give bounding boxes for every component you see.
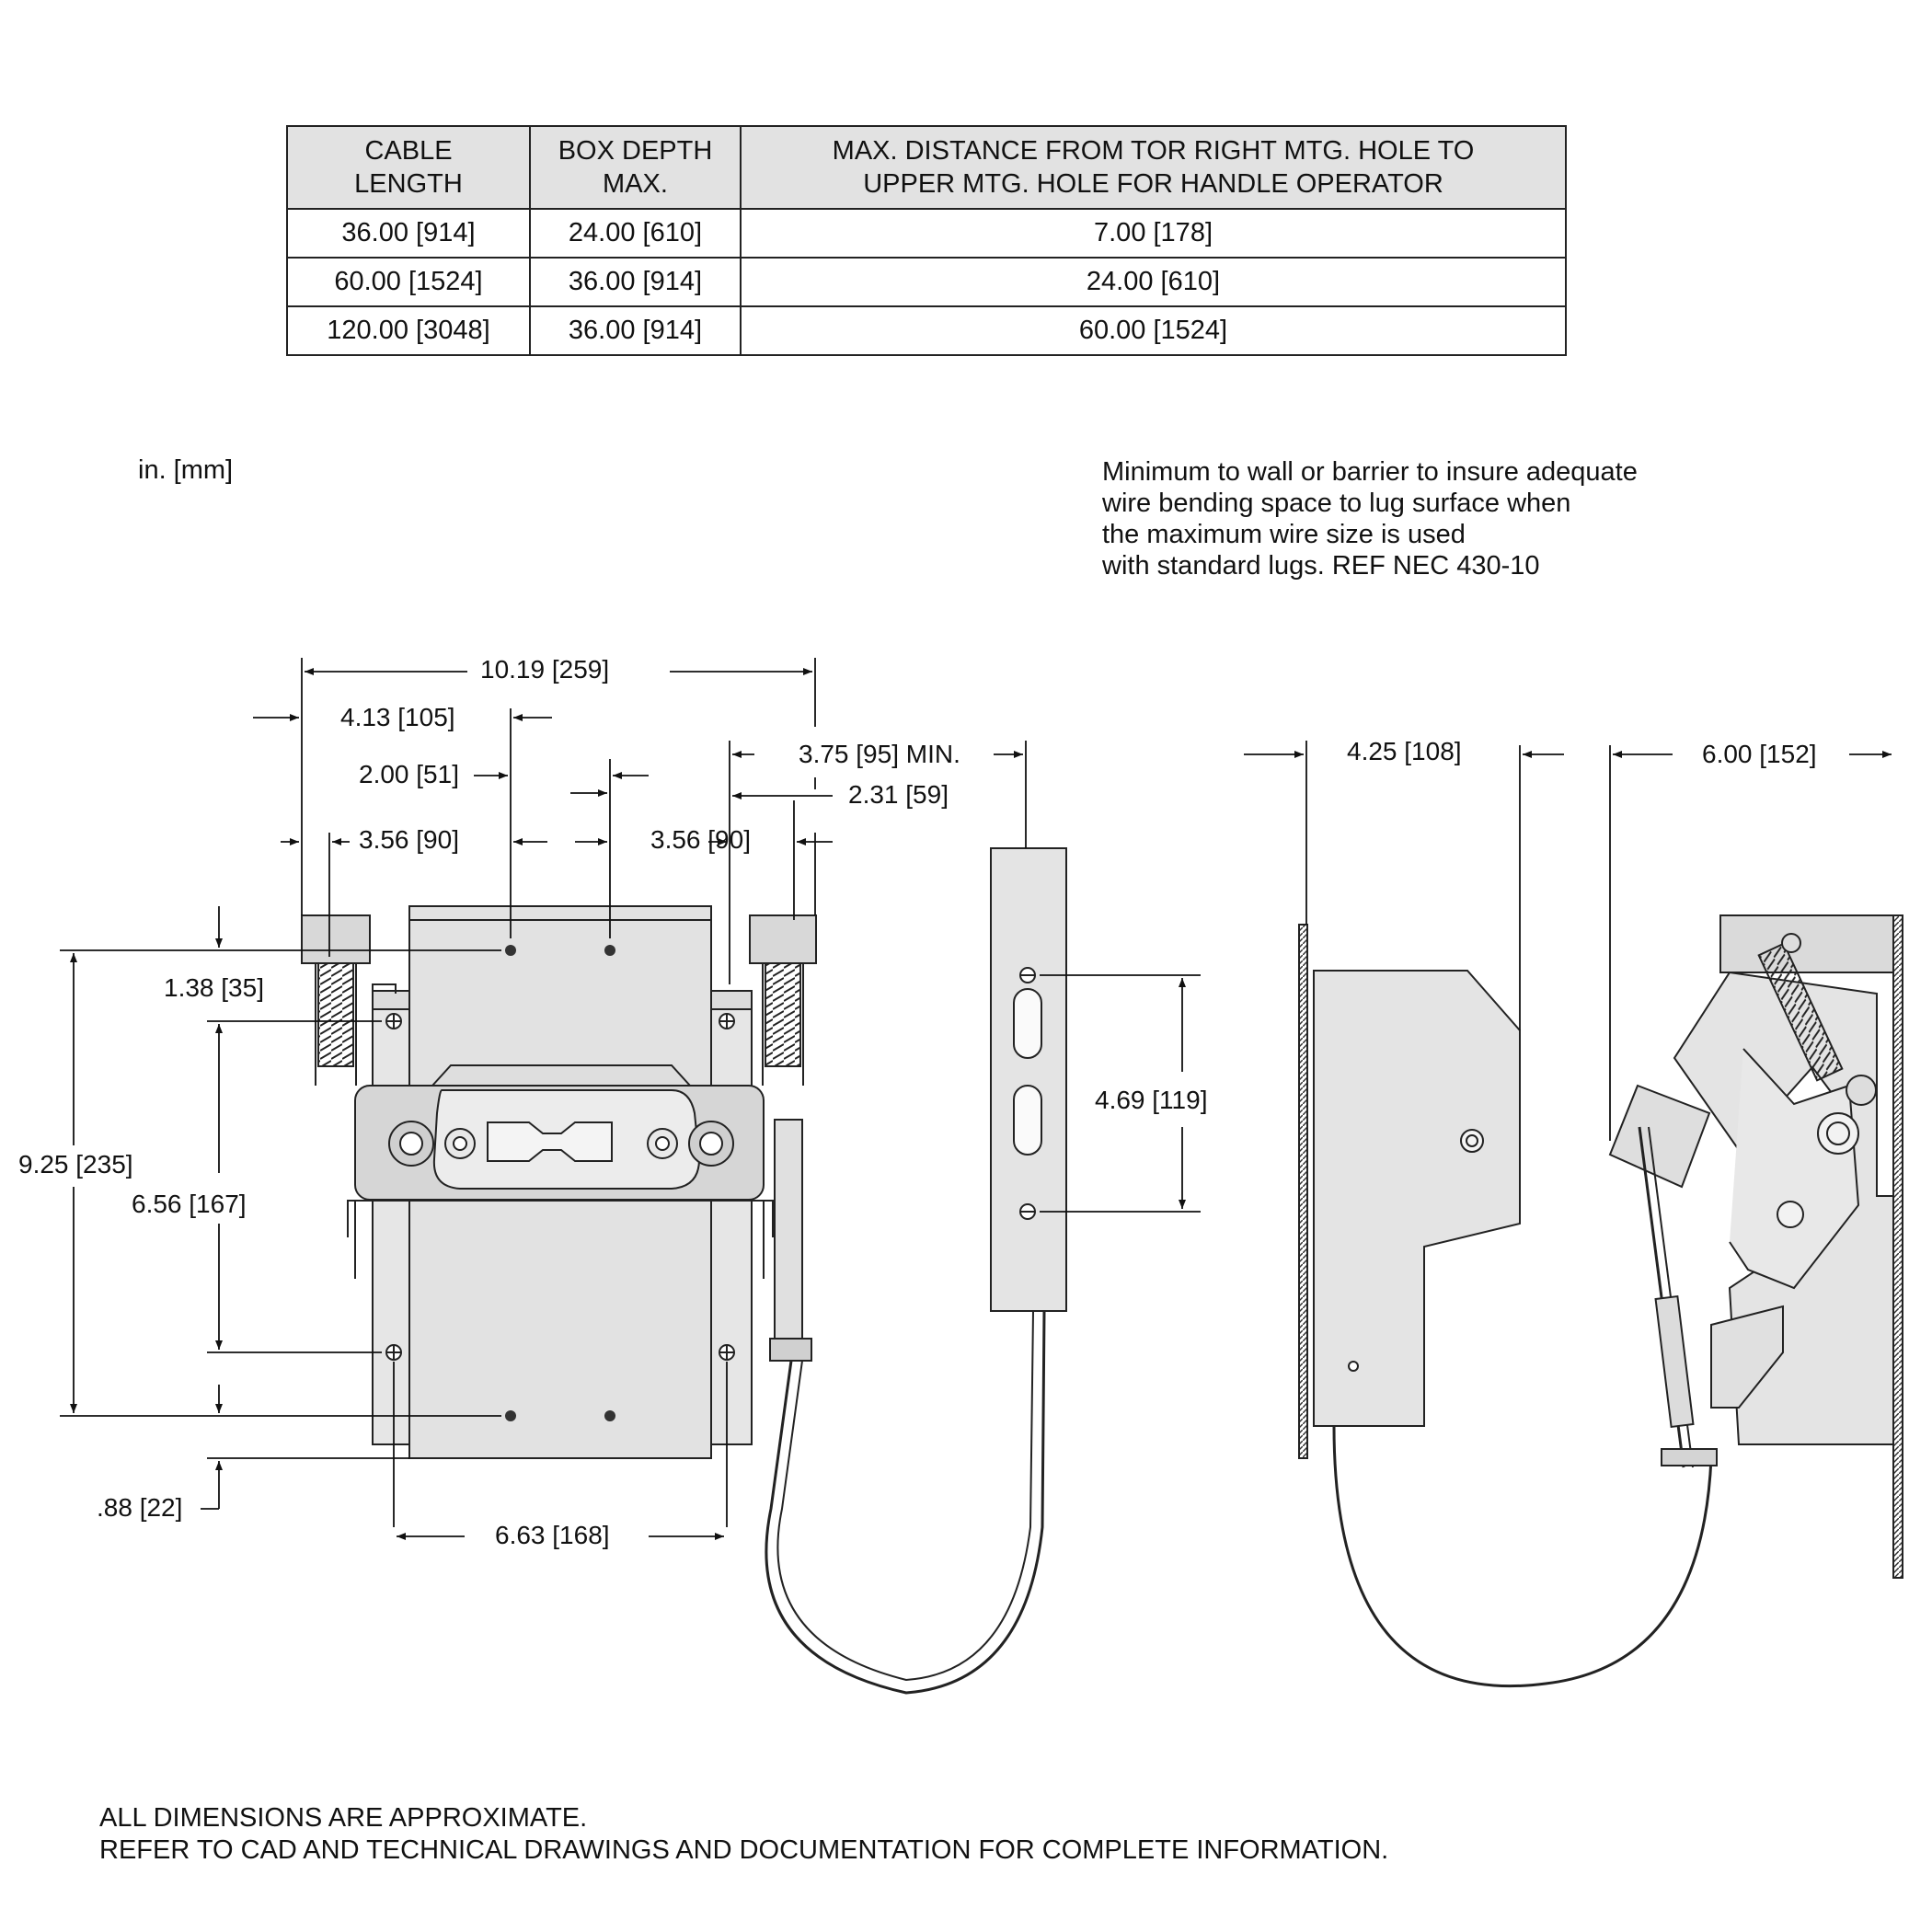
- mounting-hole: [385, 1013, 735, 1361]
- units-label: in. [mm]: [138, 455, 234, 485]
- table-cell: 24.00 [610]: [740, 257, 1567, 307]
- mech-collar: [1661, 1448, 1718, 1466]
- dim-right-spring: 3.56 [90]: [650, 825, 751, 854]
- dim-top-offset: 1.38 [35]: [164, 973, 264, 1002]
- table-cell: 36.00 [914]: [286, 208, 531, 259]
- dim-overall-height: 9.25 [235]: [18, 1150, 133, 1179]
- operator-cable: [765, 1310, 1046, 1695]
- mech-spring: [1757, 942, 1844, 1082]
- table-cell: 120.00 [3048]: [286, 305, 531, 356]
- mech-sleeve: [1654, 1294, 1695, 1429]
- cable-connector: [769, 1338, 812, 1362]
- dim-hole-vertical: 6.56 [167]: [132, 1190, 247, 1218]
- dim-handle-depth: 6.00 [152]: [1702, 740, 1817, 768]
- dimension-lines: [60, 658, 1892, 1540]
- left-spring: [317, 962, 354, 1067]
- handle-latch: [487, 1121, 613, 1162]
- mech-cam: [1729, 1048, 1860, 1290]
- side-view: [1298, 924, 1713, 1688]
- footer-note: ALL DIMENSIONS ARE APPROXIMATE. REFER TO…: [99, 1803, 1389, 1865]
- side-wall: [1298, 924, 1308, 1459]
- table-cell: 36.00 [914]: [529, 257, 742, 307]
- right-wall: [1892, 914, 1903, 1579]
- dim-handle-hole-spacing: 4.69 [119]: [1095, 1086, 1207, 1114]
- table-header-row: CABLE LENGTH BOX DEPTH MAX. MAX. DISTANC…: [286, 125, 1567, 210]
- mech-link-plate: [1608, 1084, 1711, 1189]
- table-cell: 24.00 [610]: [529, 208, 742, 259]
- dimension-table: CABLE LENGTH BOX DEPTH MAX. MAX. DISTANC…: [286, 125, 1567, 356]
- handle-slot: [1013, 988, 1042, 1059]
- header-box-depth: BOX DEPTH MAX.: [529, 125, 742, 210]
- wall-clearance-note: Minimum to wall or barrier to insure ade…: [1102, 457, 1638, 581]
- dim-overall-width: 10.19 [259]: [480, 655, 609, 684]
- mech-lower-block: [1710, 1305, 1784, 1409]
- lower-bracket: [347, 1200, 774, 1237]
- dim-left-to-hole: 4.13 [105]: [340, 703, 455, 731]
- table-row: 36.00 [914] 24.00 [610] 7.00 [178]: [286, 208, 1567, 259]
- left-ear: [372, 983, 397, 994]
- handle-slot: [1013, 1085, 1042, 1156]
- mechanism-view: [1608, 914, 1903, 1579]
- side-housing: [1313, 970, 1521, 1427]
- side-cable: [1332, 1425, 1713, 1688]
- header-max-distance: MAX. DISTANCE FROM TOR RIGHT MTG. HOLE T…: [740, 125, 1567, 210]
- right-spring-cap: [749, 914, 817, 964]
- handle-bar: [990, 847, 1067, 1312]
- dim-left-spring: 3.56 [90]: [359, 825, 459, 854]
- table-cell: 36.00 [914]: [529, 305, 742, 356]
- header-cable-length: CABLE LENGTH: [286, 125, 531, 210]
- table-row: 60.00 [1524] 36.00 [914] 24.00 [610]: [286, 257, 1567, 307]
- dim-bottom-offset: .88 [22]: [97, 1493, 182, 1522]
- housing-hole: [505, 945, 615, 1421]
- left-spring-cap: [301, 914, 371, 964]
- dim-base-width: 6.63 [168]: [495, 1521, 610, 1549]
- table-cell: 7.00 [178]: [740, 208, 1567, 259]
- handle-side-view: [990, 847, 1067, 1312]
- mech-top-block: [1719, 914, 1894, 973]
- dim-handle-offset: 2.31 [59]: [848, 780, 949, 809]
- dim-hole-spacing: 2.00 [51]: [359, 760, 459, 788]
- right-spring: [765, 962, 801, 1067]
- table-row: 120.00 [3048] 36.00 [914] 60.00 [1524]: [286, 305, 1567, 356]
- table-cell: 60.00 [1524]: [286, 257, 531, 307]
- handle-rod: [774, 1119, 803, 1351]
- dim-side-depth: 4.25 [108]: [1347, 737, 1462, 765]
- handle-cover: [430, 1064, 693, 1087]
- dimension-labels: 10.19 [259] 4.13 [105] 2.00 [51] 3.56 [9…: [18, 655, 1817, 1549]
- table-cell: 60.00 [1524]: [740, 305, 1567, 356]
- front-view: [301, 905, 1046, 1695]
- dim-min-clearance: 3.75 [95] MIN.: [799, 740, 960, 768]
